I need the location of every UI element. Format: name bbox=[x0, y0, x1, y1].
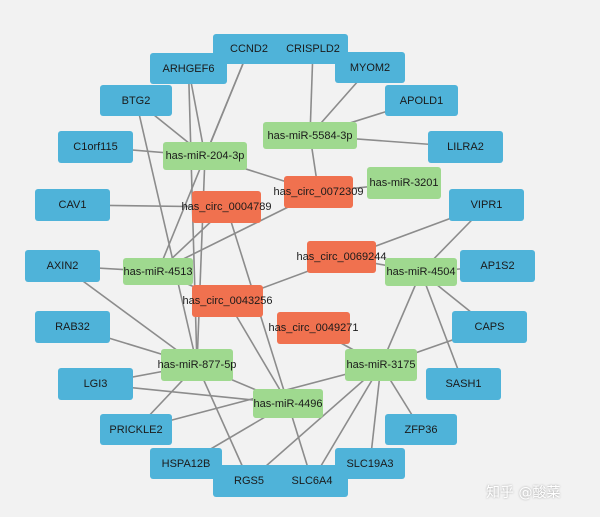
node-caps: CAPS bbox=[452, 311, 527, 343]
node-circ0072309: has_circ_0072309 bbox=[274, 176, 363, 208]
edge-mir877-axin2 bbox=[62, 265, 198, 366]
edge-mir877-btg2 bbox=[135, 100, 198, 366]
node-hspa12b: HSPA12B bbox=[150, 448, 222, 479]
edge-mir4504-sash1 bbox=[420, 271, 465, 385]
node-lilra2: LILRA2 bbox=[428, 131, 503, 163]
node-apold1: APOLD1 bbox=[385, 85, 458, 116]
node-slc19a3: SLC19A3 bbox=[335, 448, 405, 479]
edge-mir877-rgs5 bbox=[196, 364, 250, 482]
node-mir877: has-miR-877-5p bbox=[158, 349, 236, 381]
edge-mir3175-rgs5 bbox=[248, 364, 382, 482]
edge-circ0043256-mir4496 bbox=[226, 300, 289, 404]
node-slc6a4: SLC6A4 bbox=[276, 465, 348, 497]
node-cav1: CAV1 bbox=[35, 189, 110, 221]
node-btg2: BTG2 bbox=[100, 85, 172, 116]
node-rgs5: RGS5 bbox=[213, 465, 285, 497]
edge-mir3175-slc6a4 bbox=[311, 364, 382, 482]
node-circ0069244: has_circ_0069244 bbox=[297, 241, 386, 273]
watermark-text: 知乎 @酸菜 bbox=[486, 485, 561, 501]
node-mir4496: has-miR-4496 bbox=[253, 389, 323, 418]
edge-mir3175-slc19a3 bbox=[369, 364, 382, 464]
node-mir204: has-miR-204-3p bbox=[163, 142, 247, 170]
node-lgi3: LGI3 bbox=[58, 368, 133, 400]
node-circ0049271: has_circ_0049271 bbox=[269, 312, 358, 344]
node-rab32: RAB32 bbox=[35, 311, 110, 343]
node-ap1s2: AP1S2 bbox=[460, 250, 535, 282]
edge-mir204-mir877 bbox=[196, 155, 206, 366]
node-mir3201: has-miR-3201 bbox=[367, 167, 441, 199]
node-mir3175: has-miR-3175 bbox=[345, 349, 417, 381]
node-zfp36: ZFP36 bbox=[385, 414, 457, 445]
node-sash1: SASH1 bbox=[426, 368, 501, 400]
node-mir5584: has-miR-5584-3p bbox=[263, 122, 357, 149]
node-prickle2: PRICKLE2 bbox=[100, 414, 172, 445]
node-circ0043256: has_circ_0043256 bbox=[183, 285, 272, 317]
node-axin2: AXIN2 bbox=[25, 250, 100, 282]
node-mir4513: has-miR-4513 bbox=[123, 258, 193, 285]
node-myom2: MYOM2 bbox=[335, 52, 405, 83]
node-circ0004789: has_circ_0004789 bbox=[182, 191, 271, 223]
node-arhgef6: ARHGEF6 bbox=[150, 53, 227, 84]
node-vipr1: VIPR1 bbox=[449, 189, 524, 221]
node-c1orf115: C1orf115 bbox=[58, 131, 133, 163]
node-mir4504: has-miR-4504 bbox=[385, 258, 457, 286]
